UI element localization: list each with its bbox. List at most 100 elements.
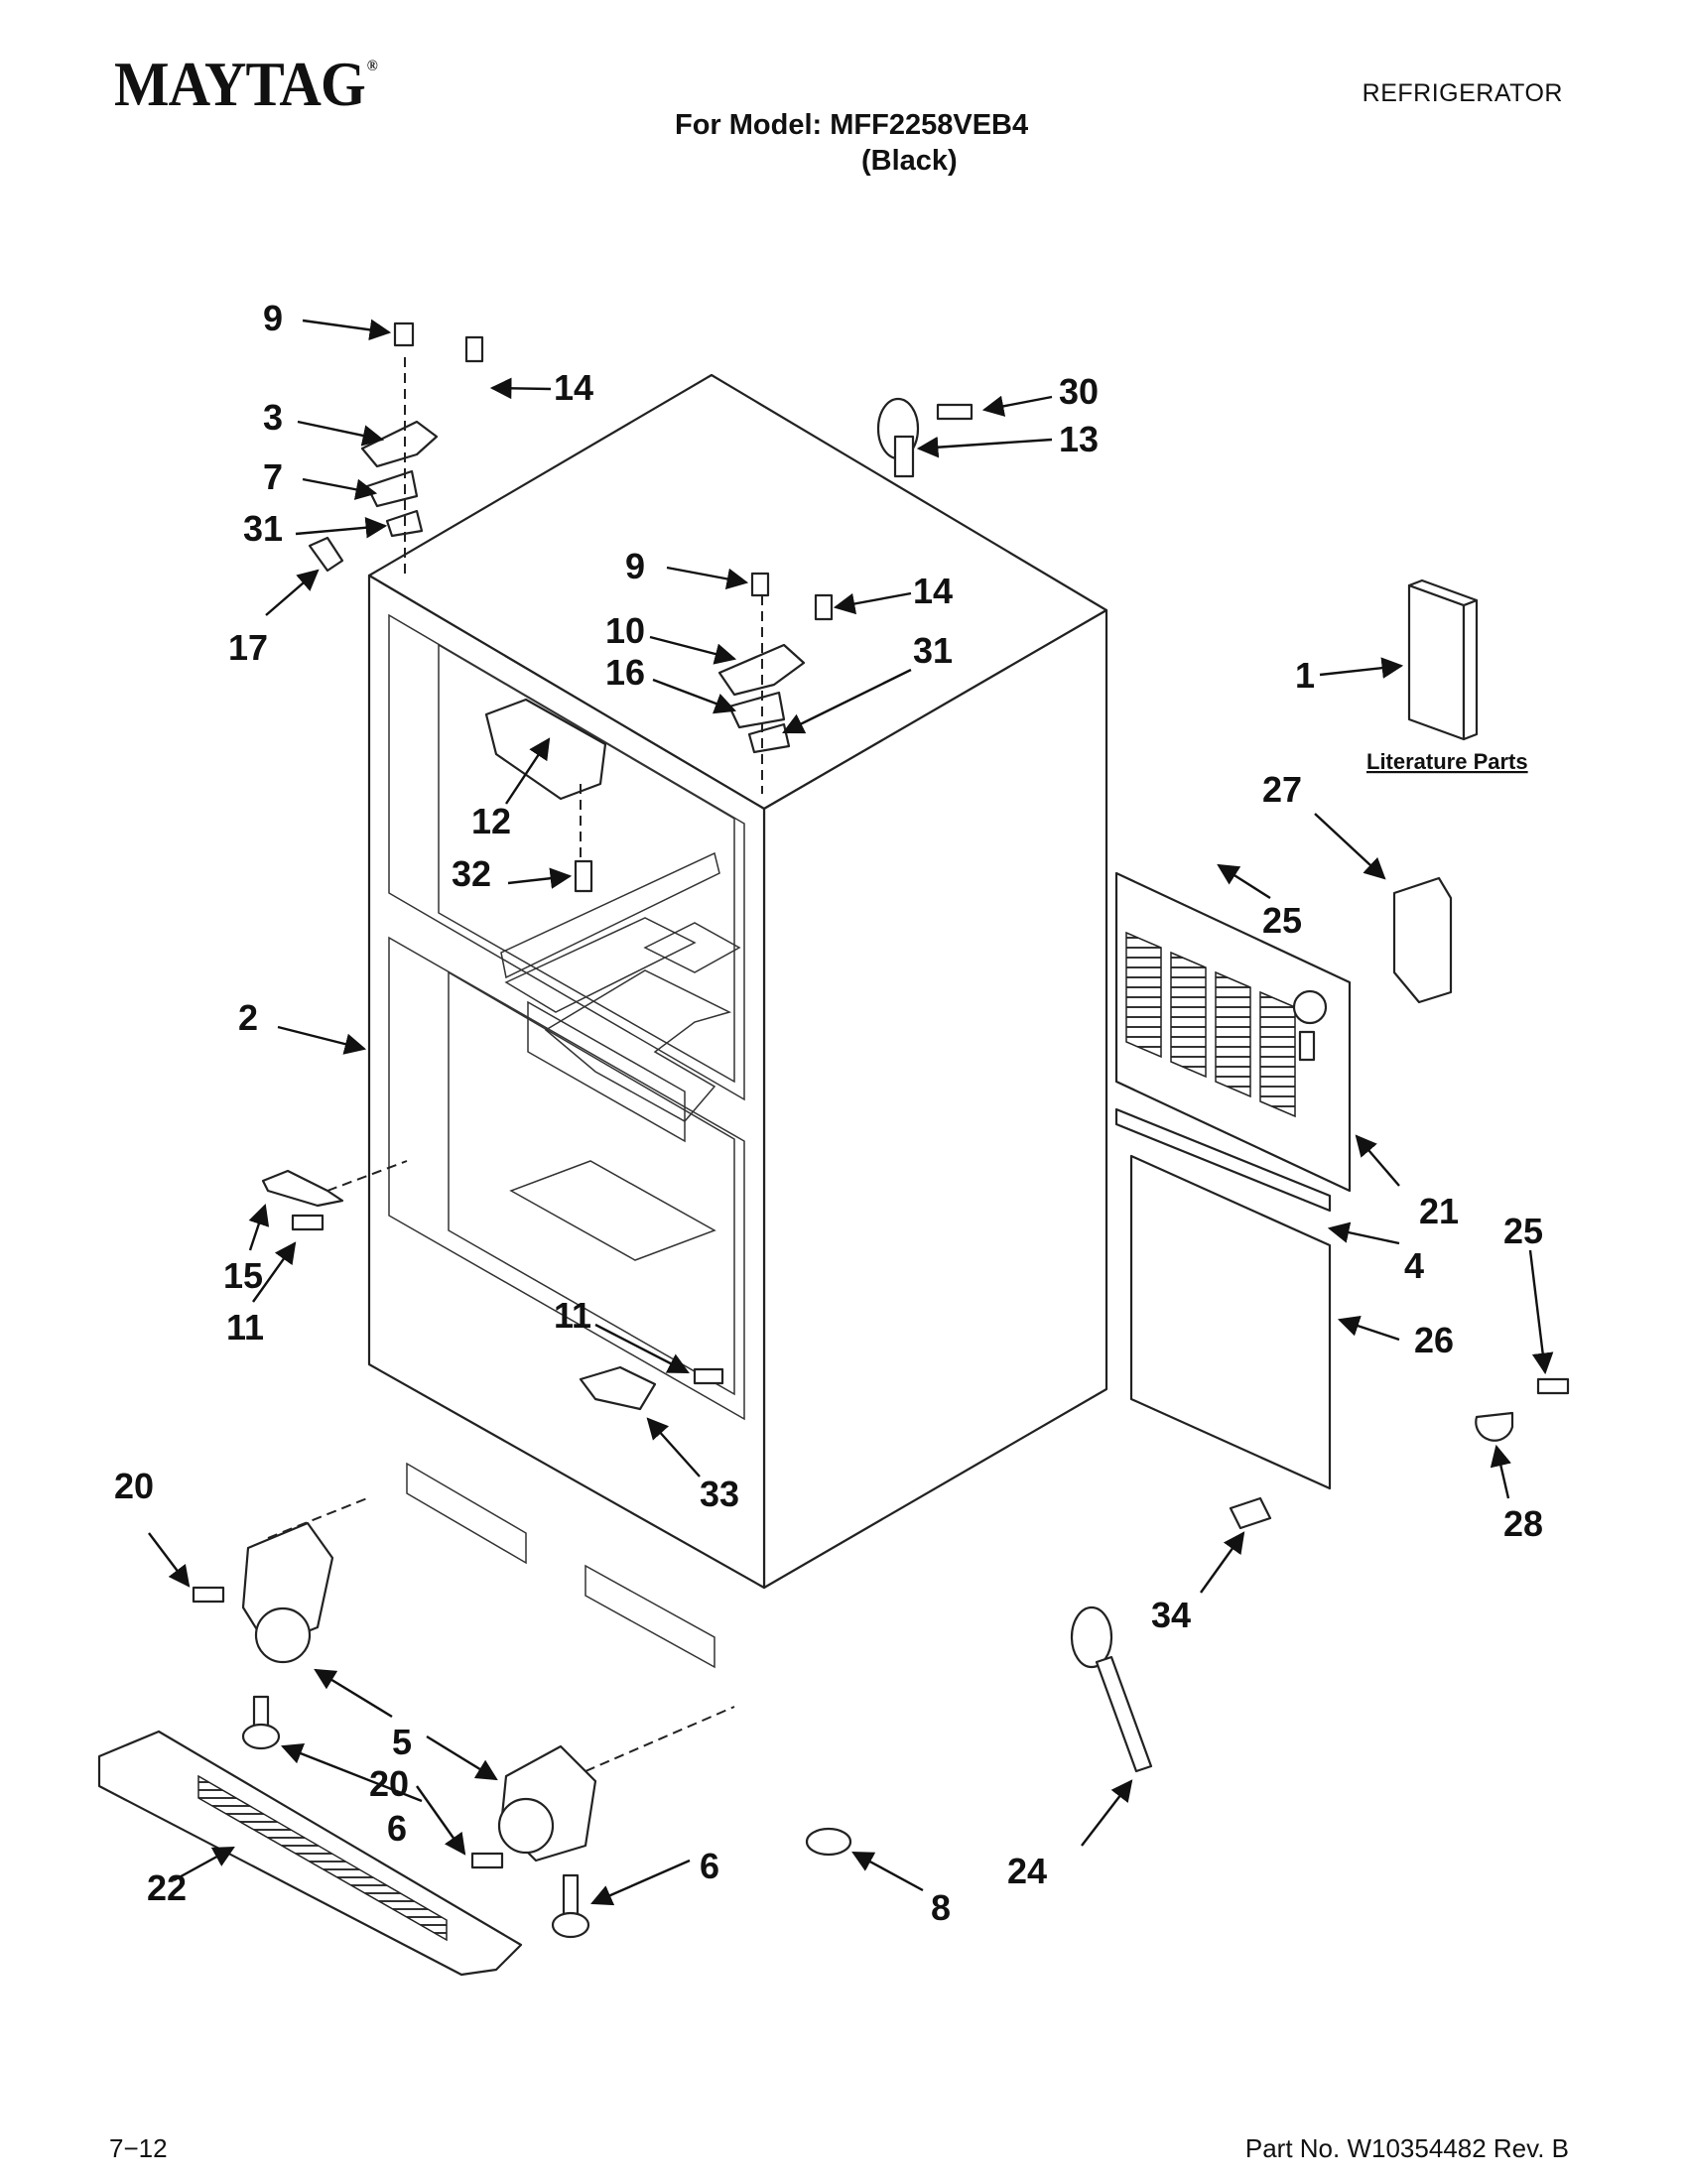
callout-11: 11 bbox=[226, 1307, 264, 1348]
rear-access-panel bbox=[1114, 871, 1352, 1193]
hinge-cover bbox=[360, 420, 439, 468]
retainer-clip bbox=[1229, 1496, 1272, 1530]
callout-20: 20 bbox=[114, 1466, 154, 1506]
callout-16: 16 bbox=[605, 652, 645, 693]
leveling-leg-stem-right bbox=[562, 1873, 580, 1917]
center-hinge-screw bbox=[291, 1214, 325, 1231]
water-guide-assembly bbox=[876, 397, 974, 478]
toe-kick-slot-left bbox=[406, 1462, 527, 1565]
hinge-cover-2 bbox=[717, 643, 806, 697]
callout-leader-lines bbox=[148, 319, 1554, 1906]
roller-wheel-left bbox=[254, 1606, 312, 1664]
callout-14-right: 14 bbox=[913, 571, 953, 611]
callout-27: 27 bbox=[1262, 769, 1302, 810]
callout-20-lower: 20 bbox=[369, 1763, 409, 1804]
water-guide-screw bbox=[936, 403, 974, 421]
drain-grommet bbox=[805, 1827, 852, 1857]
literature-booklet bbox=[1407, 578, 1479, 741]
leveling-leg-foot-right bbox=[551, 1911, 590, 1939]
freezer-rail bbox=[527, 1000, 686, 1143]
roller-screw-right bbox=[470, 1852, 504, 1869]
vent-grille bbox=[643, 922, 741, 973]
freezer-liner bbox=[448, 970, 735, 1396]
freezer-bracket-screw bbox=[693, 1367, 724, 1385]
panel-slot bbox=[1298, 1030, 1316, 1062]
registered-mark: ® bbox=[366, 58, 378, 74]
tubing-support bbox=[1070, 1606, 1153, 1773]
brand-logo: MAYTAG® bbox=[114, 48, 378, 121]
page-number: 7−12 bbox=[109, 2133, 168, 2163]
callout-7: 7 bbox=[263, 456, 283, 497]
callout-14: 14 bbox=[554, 367, 593, 408]
center-hinge-guide bbox=[326, 1160, 408, 1192]
support-head bbox=[1070, 1606, 1113, 1669]
tubing-clip-assembly bbox=[1475, 1377, 1570, 1442]
fresh-food-liner bbox=[438, 643, 735, 1084]
insulation-panel bbox=[1129, 1154, 1332, 1490]
callout-30: 30 bbox=[1059, 371, 1099, 412]
panel-seal bbox=[1114, 1107, 1332, 1213]
hinge-shim-2 bbox=[747, 722, 791, 754]
callout-25: 25 bbox=[1262, 900, 1302, 941]
model-number: For Model: MFF2258VEB4 bbox=[675, 109, 1029, 141]
appliance-category: REFRIGERATOR bbox=[1362, 79, 1563, 107]
literature-cover bbox=[1407, 583, 1466, 741]
hinge-screw bbox=[393, 321, 415, 347]
freezer-bracket bbox=[579, 1365, 657, 1411]
freezer-floor-detail bbox=[509, 1160, 716, 1261]
crisper-recess bbox=[544, 969, 732, 1122]
brand-name: MAYTAG bbox=[114, 49, 366, 119]
clip-screw bbox=[1536, 1377, 1570, 1395]
callout-32: 32 bbox=[452, 853, 491, 894]
hinge-bracket bbox=[365, 469, 419, 508]
front-roller-right bbox=[470, 1706, 735, 1939]
callout-15: 15 bbox=[223, 1255, 263, 1296]
callout-13: 13 bbox=[1059, 419, 1099, 459]
toe-kick-slot-right bbox=[584, 1564, 715, 1669]
top-right-hinge-assembly bbox=[717, 572, 834, 794]
literature-spine bbox=[1462, 598, 1479, 741]
hinge-screw-3 bbox=[750, 572, 770, 597]
roller-guide-left bbox=[267, 1497, 368, 1539]
callout-31-right: 31 bbox=[913, 630, 953, 671]
cabinet-front bbox=[367, 574, 766, 1590]
model-color: (Black) bbox=[861, 145, 958, 177]
callout-22: 22 bbox=[147, 1867, 187, 1908]
callout-33: 33 bbox=[700, 1474, 739, 1514]
hinge-screw-4 bbox=[814, 593, 834, 621]
callout-numbers: 9 14 3 7 31 17 30 13 9 14 10 16 31 1 12 … bbox=[114, 298, 1543, 1928]
roller-screw-left bbox=[192, 1586, 225, 1604]
trim-bracket bbox=[1392, 876, 1453, 1004]
callout-26: 26 bbox=[1414, 1320, 1454, 1360]
freezer-bracket-assembly bbox=[579, 1365, 724, 1411]
callout-5: 5 bbox=[392, 1722, 412, 1762]
base-grille bbox=[97, 1730, 523, 1977]
hinge-stop bbox=[308, 536, 344, 573]
callout-12: 12 bbox=[471, 801, 511, 841]
callout-25-right: 25 bbox=[1503, 1211, 1543, 1251]
housing-screw bbox=[574, 859, 593, 893]
callout-11-freezer: 11 bbox=[554, 1295, 591, 1336]
leveling-leg-foot-left bbox=[241, 1723, 281, 1750]
part-number: Part No. W10354482 Rev. B bbox=[1244, 2133, 1569, 2163]
callout-3: 3 bbox=[263, 397, 283, 438]
callout-1: 1 bbox=[1295, 655, 1315, 696]
water-guide-arm bbox=[893, 435, 915, 478]
fresh-food-floor-step bbox=[504, 917, 697, 1013]
hinge-screw-2 bbox=[464, 335, 484, 363]
literature-top bbox=[1407, 578, 1479, 607]
center-hinge bbox=[261, 1169, 344, 1208]
callout-34: 34 bbox=[1151, 1595, 1191, 1635]
callout-6-right: 6 bbox=[700, 1846, 719, 1886]
tubing-clip bbox=[1475, 1411, 1514, 1442]
panel-grommet bbox=[1292, 989, 1328, 1025]
roller-wheel-right bbox=[497, 1797, 555, 1855]
freezer-opening bbox=[388, 936, 745, 1421]
center-hinge-assembly bbox=[261, 1160, 408, 1231]
fresh-food-rail bbox=[500, 851, 720, 979]
callout-9-right: 9 bbox=[625, 546, 645, 586]
literature-label: Literature Parts bbox=[1366, 749, 1528, 774]
grille-vents bbox=[197, 1774, 448, 1942]
panel-louver-2 bbox=[1170, 951, 1207, 1079]
